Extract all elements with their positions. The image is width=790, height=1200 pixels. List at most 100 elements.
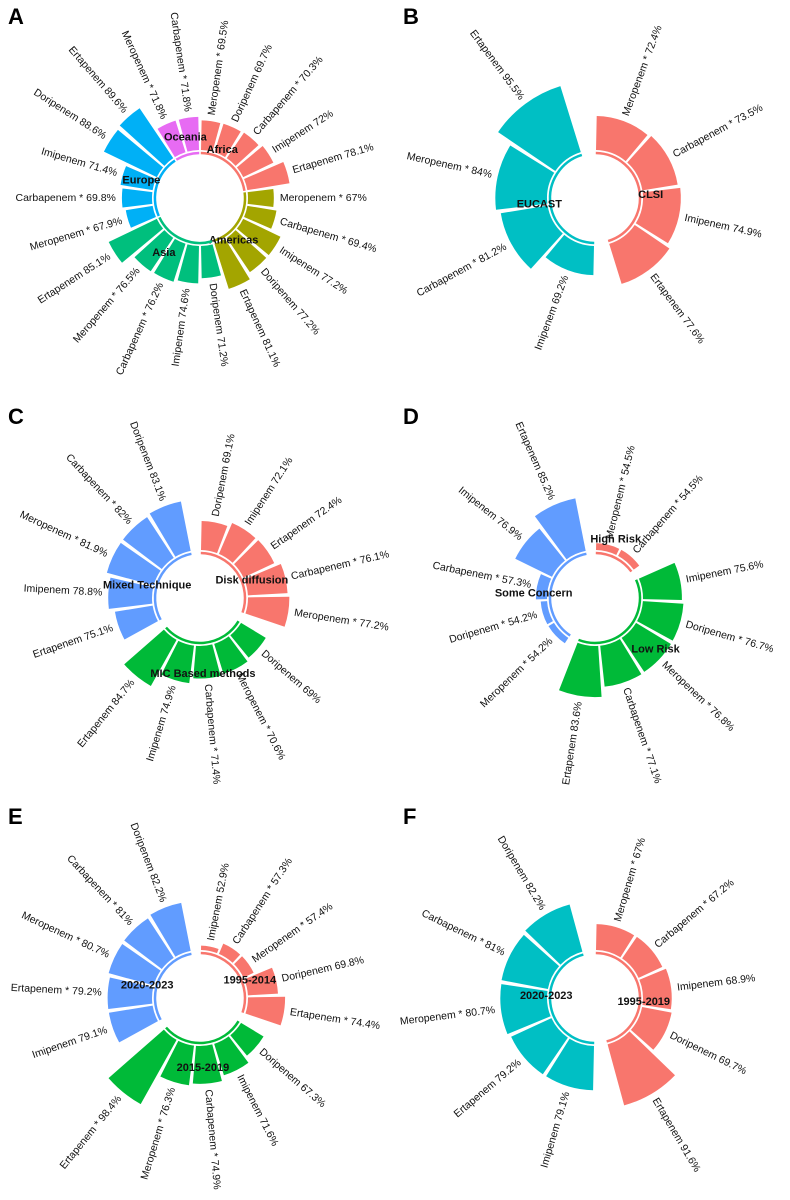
bar-label: Imipenem 75.6% — [685, 558, 765, 585]
group-label: Europe — [122, 174, 160, 186]
bar-label: Doripenem 67.3% — [257, 1046, 328, 1110]
bar — [201, 244, 221, 279]
bar-label: Meropenem * 54.2% — [478, 635, 555, 710]
group-1995-2014: Imipenem 52.9%Carbapenem * 57.3%Meropene… — [200, 856, 381, 1032]
group-arc — [200, 151, 246, 192]
group-arc — [153, 159, 176, 217]
bar-label: Imipenem 78.8% — [23, 583, 102, 599]
bar — [637, 601, 684, 641]
bar — [498, 86, 581, 172]
bar — [245, 596, 290, 627]
bar — [627, 135, 678, 191]
bar-label: Ertapenem 78.1% — [291, 141, 375, 176]
group-label: EUCAST — [517, 199, 563, 211]
bar — [607, 1031, 676, 1106]
bar-label: Ertapenem 84.7% — [75, 677, 137, 750]
bar — [244, 205, 277, 229]
bar-label: Carbapenem * 81% — [419, 907, 507, 958]
bar — [630, 1006, 672, 1050]
bar — [103, 129, 164, 178]
bar-label: Meropenem * 54.5% — [603, 444, 637, 540]
bar — [548, 622, 569, 644]
bar — [244, 162, 290, 191]
bar-label: Doripenem 82.2% — [128, 821, 169, 904]
bar — [639, 968, 672, 1010]
circular-bar-chart-c: Doripenem 69.1%Imipenem 72.1%Ertapenem 7… — [18, 420, 390, 785]
bar — [596, 115, 648, 162]
bar — [635, 187, 681, 244]
bar-label: Ertapenem 95.5% — [467, 28, 527, 103]
bar-label: Ertapenem 89.6% — [66, 44, 130, 115]
group-clsi: Meropenem * 72.4%Carbapenem * 73.5%Imipe… — [595, 24, 765, 346]
group-arc — [213, 192, 247, 243]
bar-label: Imipenem 74.9% — [683, 212, 763, 241]
bar-label: Imipenem 74.6% — [170, 288, 193, 368]
group-some-concern: Meropenem * 54.2%Doripenem * 54.2% Carbap… — [432, 420, 587, 710]
bar — [540, 601, 553, 625]
group-label: Low Risk — [631, 643, 680, 655]
bar-label: Carbapenem * 57.3% — [432, 560, 533, 591]
bar-label: Doripenem 71.2% — [207, 282, 231, 367]
bar-label: Ertapenem 85.1% — [36, 251, 113, 307]
group-label: MIC Based methods — [150, 668, 255, 680]
bar — [214, 1036, 249, 1076]
bar — [511, 1018, 568, 1075]
bar-label: Carbapenem * 67.2% — [652, 877, 736, 951]
bar — [218, 943, 241, 963]
group-2015-2019: Doripenem 67.3%Imipenem 71.6%Carbapenem … — [58, 1020, 328, 1190]
bar-label: Ertapenem 75.1% — [31, 622, 114, 661]
group-2020-2023: Imipenem 79.1%Ertapenem 79.2%Meropenem *… — [399, 834, 595, 1169]
bar — [501, 934, 560, 990]
bar — [150, 902, 191, 957]
group-arc — [595, 551, 633, 573]
group-arc — [595, 951, 642, 1043]
bar — [638, 562, 682, 600]
bar-label: Carbapenem * 69.8% — [15, 192, 115, 204]
bar — [120, 166, 156, 191]
bar — [234, 540, 275, 578]
group-arc — [200, 951, 247, 1014]
bar — [108, 1005, 158, 1043]
group-label: Some Concern — [495, 587, 573, 599]
bar — [230, 1022, 264, 1056]
group-arc — [175, 151, 200, 161]
circular-bar-chart-b: Meropenem * 72.4%Carbapenem * 73.5%Imipe… — [406, 24, 765, 352]
bar-label: Ertapenem 83.6% — [560, 701, 585, 786]
bar — [107, 977, 154, 1009]
bar-label: Doripenem 88.6% — [31, 86, 108, 142]
bar — [600, 639, 642, 687]
group-arc — [548, 552, 587, 637]
bar — [108, 1029, 177, 1105]
group-label: Americas — [209, 234, 259, 246]
bar-label: Doripenem * 54.2% — [448, 609, 539, 646]
bar-label: Ertapenem * 74.4% — [289, 1006, 381, 1032]
bar — [201, 520, 228, 554]
bar-label: Ertapenem * 98.4% — [58, 1093, 125, 1171]
group-label: Asia — [152, 247, 176, 259]
group-label: 2020-2023 — [520, 990, 573, 1002]
bar — [500, 205, 563, 269]
bar — [545, 234, 594, 276]
panel-letter: C — [8, 404, 24, 429]
panel-b: B Meropenem * 72.4%Carbapenem * 73.5%Imi… — [395, 0, 790, 400]
bar-label: Imipenem 72% — [270, 108, 335, 156]
bar-label: Doripenem 82.2% — [495, 834, 548, 912]
group-arc — [595, 151, 642, 243]
group-eucast: Imipenem 69.2%Carbapenem * 81.2%Meropene… — [406, 28, 595, 352]
bar — [201, 120, 221, 152]
group-arc — [153, 952, 192, 1021]
circular-bar-chart-f: Meropenem * 67%Carbapenem * 67.2%Imipene… — [399, 834, 756, 1174]
group-mixed-technique: Ertapenem 75.1% Imipenem 78.8% Meropenem *… — [18, 420, 192, 661]
bar — [108, 577, 154, 609]
bar-label: Ertapenem * 79.2% — [11, 982, 103, 999]
bar-label: Meropenem * 81.9% — [18, 509, 110, 560]
bar — [154, 238, 186, 282]
bar — [596, 924, 635, 958]
bar — [161, 640, 194, 684]
panel-letter: E — [8, 804, 23, 829]
bar — [124, 918, 174, 969]
group-2020-2023: Imipenem 79.1%Ertapenem * 79.2%Meropenem… — [11, 821, 192, 1061]
bar — [157, 120, 186, 158]
bar — [622, 936, 663, 978]
bar-label: Ertapenem 91.6% — [650, 1096, 703, 1174]
